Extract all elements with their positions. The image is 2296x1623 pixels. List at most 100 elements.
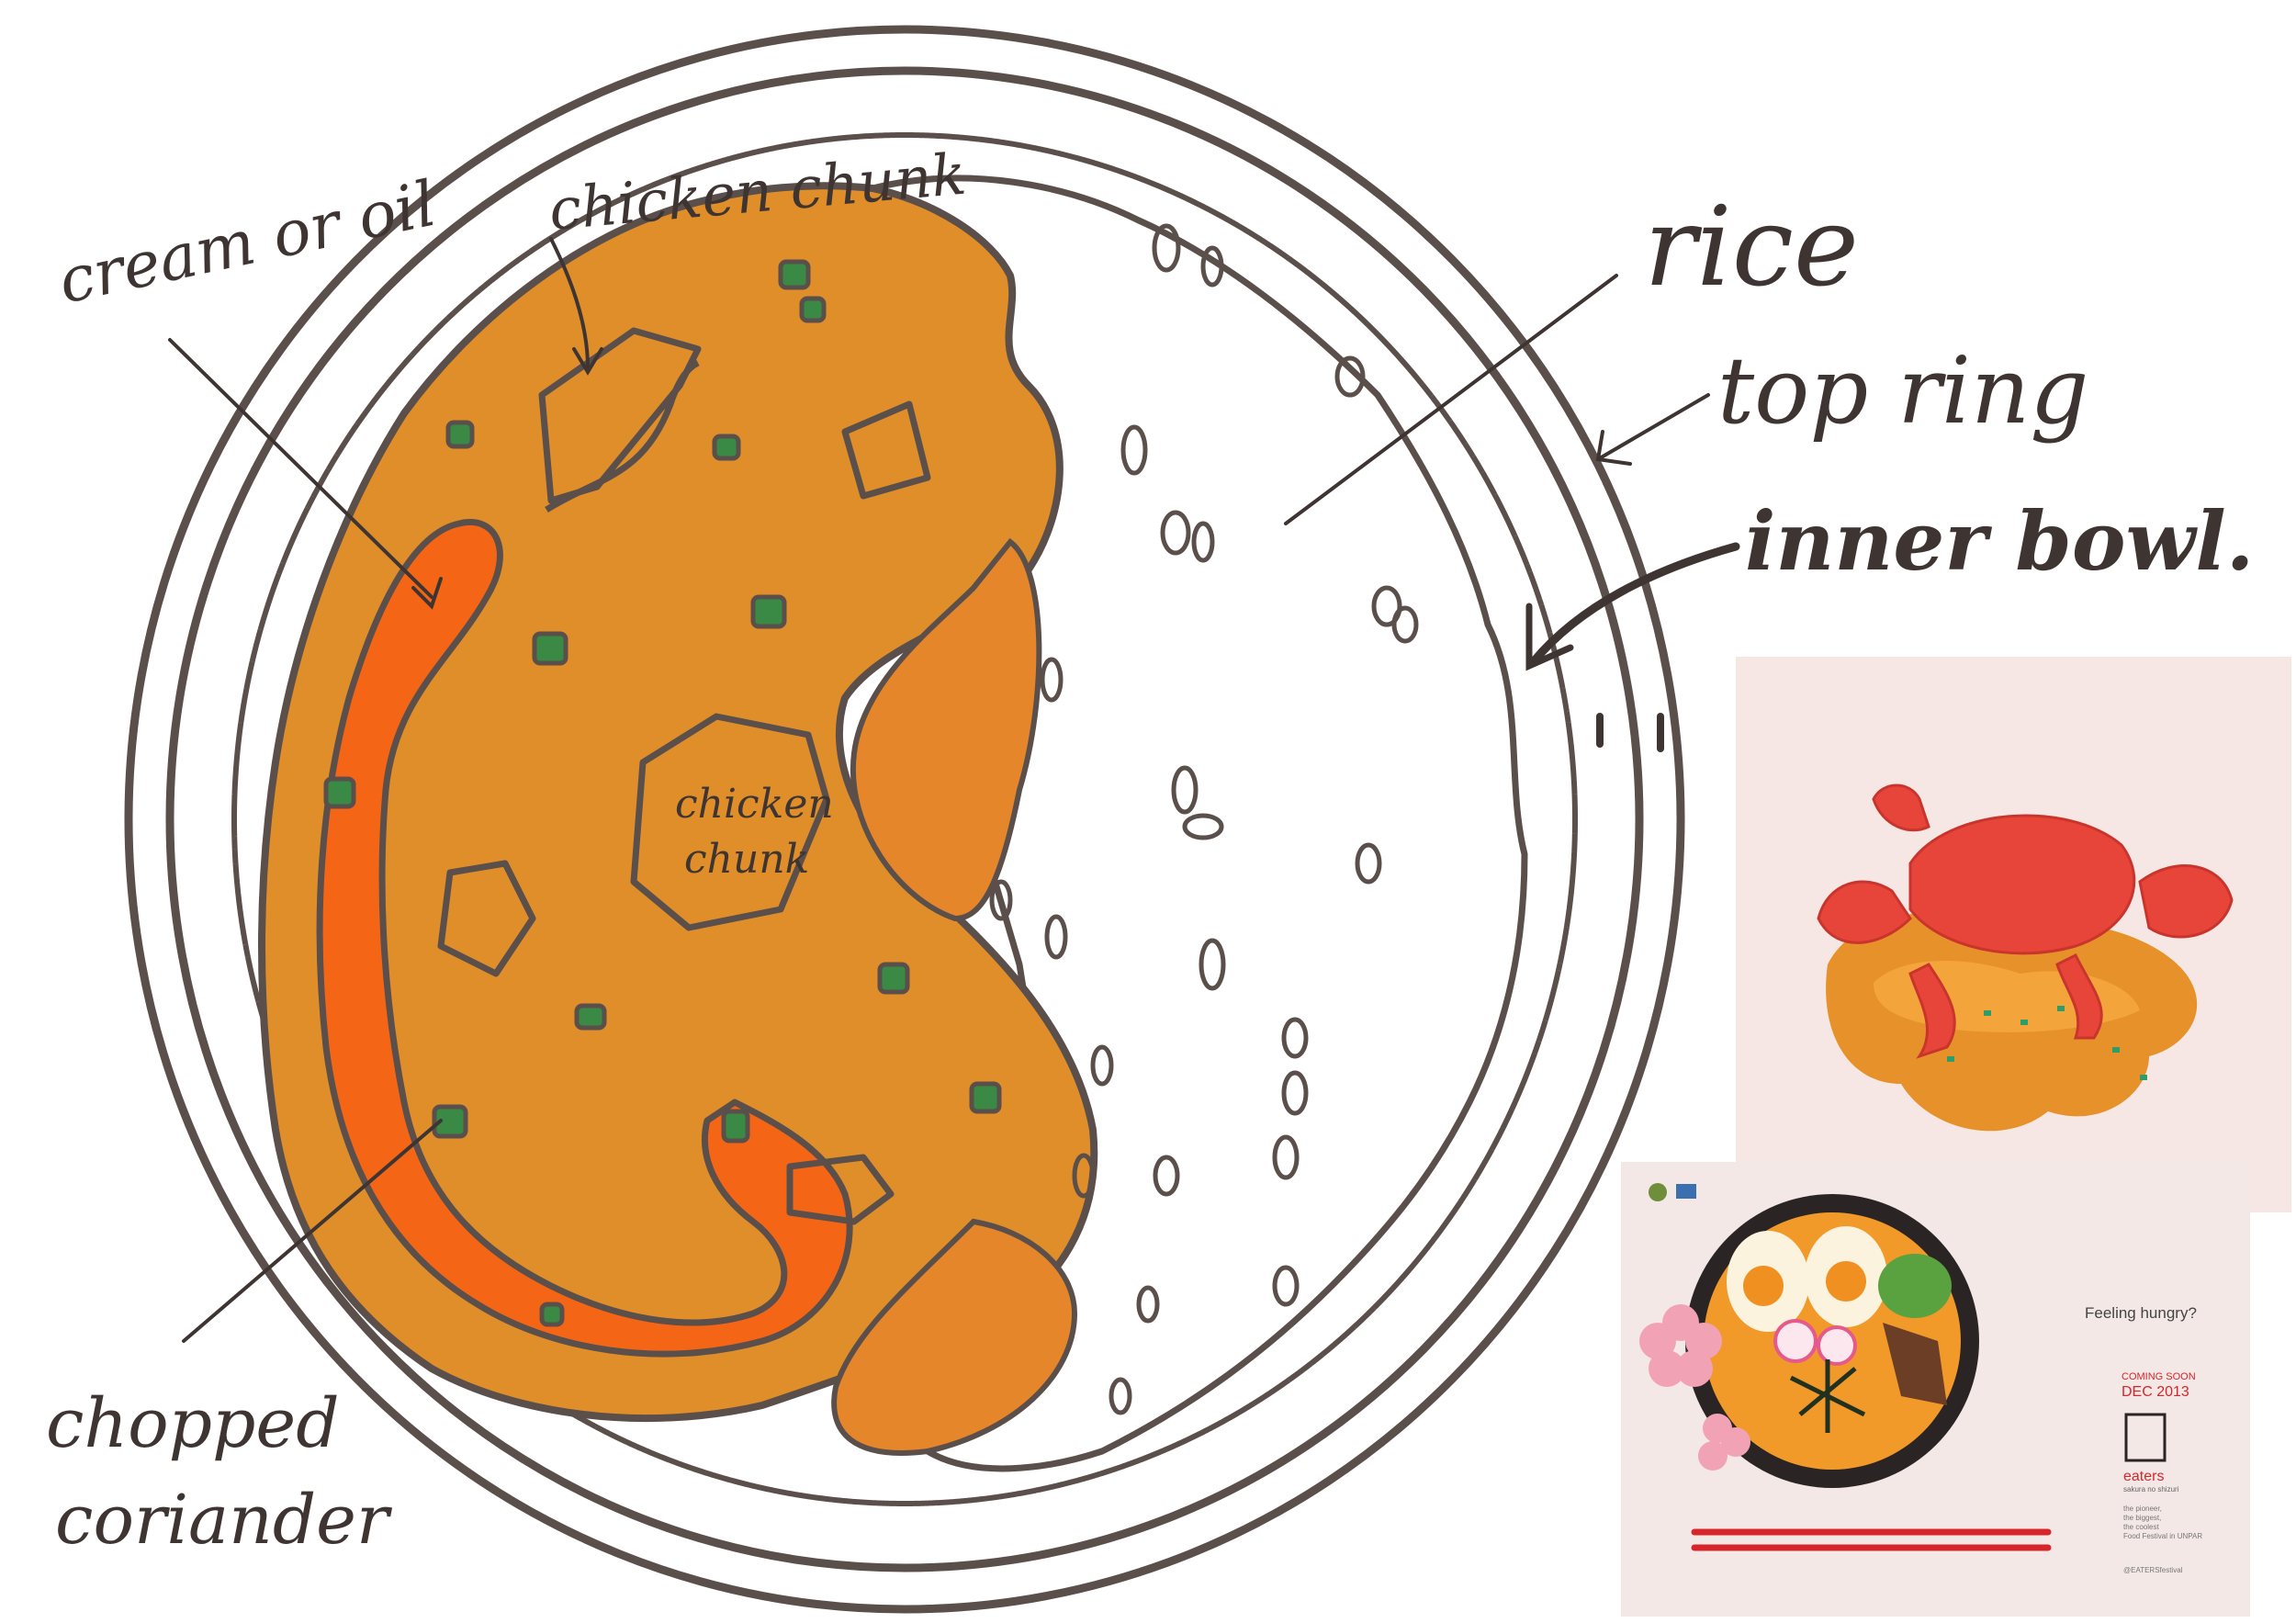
sakura-petal <box>1721 1427 1750 1457</box>
coriander-fleck <box>778 259 811 290</box>
coriander-fleck <box>2112 1047 2120 1053</box>
chicken-chunks <box>437 327 931 1225</box>
label-inner-bowl: inner bowl. <box>1745 493 2254 589</box>
coriander-fleck <box>750 594 787 629</box>
coriander-fleck <box>432 1104 468 1139</box>
poster-brand-sub: sakura no shizuri <box>2123 1485 2179 1493</box>
rice-grain <box>1090 1044 1114 1087</box>
sakura-petal <box>1639 1323 1676 1359</box>
coriander-fleck <box>877 962 910 995</box>
label-chopped: chopped <box>46 1384 340 1463</box>
coriander-fleck <box>2057 1006 2065 1011</box>
crab-shell <box>1908 814 2136 955</box>
leader-coriander <box>182 1119 443 1343</box>
crab-claw-right <box>2138 864 2234 939</box>
reference-photo-crab <box>1736 657 2291 1212</box>
crab-claw-left <box>1817 880 1912 944</box>
rice-grain <box>1281 1070 1309 1116</box>
rice-grain <box>1153 1155 1180 1197</box>
rice-grain <box>1109 1377 1132 1415</box>
inner-bowl-rim <box>231 132 1578 1506</box>
yolk-left <box>1743 1266 1784 1306</box>
rice-grain <box>1281 1017 1309 1059</box>
rice-grain <box>989 879 1013 921</box>
curry-shadow <box>850 537 1042 922</box>
rice-grain <box>1136 1285 1160 1324</box>
rice-grain <box>1355 842 1382 885</box>
plate <box>124 25 1685 1614</box>
coriander-fleck <box>532 631 568 666</box>
label-chicken-chunk-center-1: chicken <box>675 781 834 828</box>
rice-grain <box>1171 765 1199 815</box>
chicken-chunk-right <box>841 400 931 500</box>
plate-top-ring <box>165 66 1644 1572</box>
poster-handle: @EATERSfestival <box>2123 1566 2183 1574</box>
crab <box>1817 783 2234 1059</box>
label-chicken-chunk-center-2: chunk <box>684 836 809 883</box>
rice-grain <box>1272 1265 1300 1307</box>
rice-grain <box>1391 605 1419 644</box>
chicken-chunk-left <box>437 860 536 977</box>
rice-grain <box>1371 585 1402 627</box>
poster-line-4: Food Festival in UNPAR <box>2123 1532 2202 1540</box>
poster-brand: eaters <box>2123 1469 2164 1484</box>
label-coriander: coriander <box>55 1481 393 1560</box>
coriander-fleck <box>445 420 475 449</box>
poster-line-3: the coolest <box>2123 1523 2159 1531</box>
leader-chicken-chunk <box>549 237 590 369</box>
coriander-fleck <box>969 1081 1002 1114</box>
rice-grain <box>1199 938 1226 991</box>
yolk-right <box>1826 1261 1866 1302</box>
rice-grains <box>989 223 1419 1415</box>
chicken-chunk-bottom <box>786 1154 895 1225</box>
chicken-chunk-center <box>630 713 830 931</box>
coriander-fleck <box>539 1302 565 1327</box>
rice-grain <box>1200 245 1224 287</box>
sponsor-logo-2 <box>1676 1184 1696 1199</box>
leader-top-ring <box>1596 393 1710 461</box>
rice-grain <box>1191 521 1215 563</box>
coriander-fleck <box>574 1003 607 1031</box>
poster-coming-soon: COMING SOON <box>2122 1371 2196 1382</box>
nori-strips <box>1789 1359 1866 1433</box>
coriander-fleck <box>1947 1056 1954 1062</box>
plate-outer-ring <box>124 25 1685 1614</box>
coriander-fleck <box>2140 1075 2147 1080</box>
narutomaki-2 <box>1817 1325 1857 1366</box>
coriander-fleck <box>1984 1010 1991 1016</box>
rice-grain <box>1120 424 1148 476</box>
coriander-fleck <box>323 776 356 809</box>
rice-grain <box>1044 914 1068 960</box>
sakura-petal <box>1676 1350 1713 1387</box>
coriander-fleck <box>721 1109 750 1144</box>
poster-line-1: the pioneer, <box>2123 1505 2162 1513</box>
arrow-top-ring <box>1595 430 1632 466</box>
leader-rice <box>1284 274 1618 525</box>
reference-photo-poster: Feeling hungry? COMING SOON DEC 2013 eat… <box>1621 1162 2250 1617</box>
arrow-inner-bowl <box>1529 542 1740 666</box>
coriander-fleck <box>712 434 741 461</box>
poster-tagline: Feeling hungry? <box>2085 1304 2197 1322</box>
eaters-logo <box>2124 1413 2167 1462</box>
sakura-petal <box>1698 1441 1728 1471</box>
rice-grain <box>1182 813 1224 840</box>
meat-slices <box>1883 1323 1947 1405</box>
annotation-lines <box>168 237 1740 1343</box>
rice-grain <box>1040 657 1064 703</box>
chopsticks <box>1691 1528 2052 1551</box>
sponsor-logo-1 <box>1649 1183 1667 1201</box>
ramen-bowl <box>1685 1194 1979 1488</box>
rice-grain <box>1334 355 1366 398</box>
crab-leg-front-left <box>1908 963 1956 1059</box>
arrow-cream-oil <box>411 577 443 610</box>
arrow-chicken-chunk <box>572 347 603 376</box>
narutomaki-1 <box>1773 1319 1818 1363</box>
crab-claw-top <box>1872 783 1930 832</box>
sakura-flower <box>1639 1304 1750 1471</box>
coriander-fleck <box>799 296 827 323</box>
crab-leg-front-right <box>2055 952 2103 1040</box>
rice-grain <box>1272 1134 1300 1180</box>
label-top-ring: top ring <box>1717 337 2088 445</box>
chicken-squiggle <box>545 359 700 513</box>
